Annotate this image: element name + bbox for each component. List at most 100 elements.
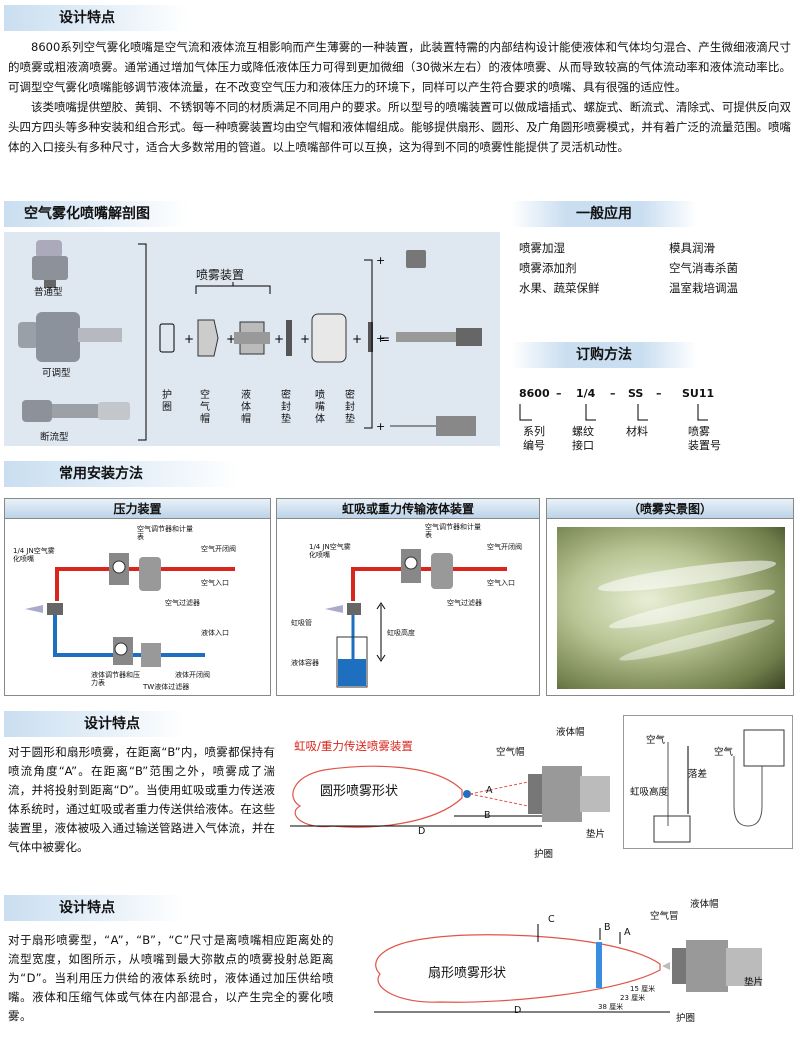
nozzle-shutoff-image: [22, 400, 130, 422]
fan-spray-shape-label: 扇形喷雾形状: [428, 966, 507, 981]
panel-title-photo: （喷雾实景图）: [547, 499, 793, 519]
svg-text:+: +: [274, 332, 284, 346]
tag-air-filter: 空气过滤器: [165, 599, 200, 607]
spray-photo: [557, 527, 785, 689]
order-code-material: SS: [628, 387, 644, 400]
order-label-thread: 螺纹接口: [572, 425, 594, 453]
order-label-line: 螺纹: [572, 425, 594, 438]
order-code-dash: –: [656, 387, 662, 400]
tag-siphon-height: 虹吸高度: [387, 629, 415, 637]
panel-title-siphon: 虹吸或重力传输液体装置: [277, 499, 539, 519]
tag-air-regulator: 空气调节器和计量表: [137, 525, 193, 541]
tag-liquid-container: 液体容器: [291, 659, 319, 667]
fan-label-ring: 护圈: [676, 1013, 696, 1024]
application-item: 喷雾添加剂: [519, 261, 577, 275]
order-code-dash: –: [556, 387, 562, 400]
inset-air-label: 空气: [646, 735, 666, 746]
intro-paragraph-1: 8600系列空气雾化喷嘴是空气流和液体流互相影响而产生薄雾的一种装置，此装置特需…: [8, 40, 791, 94]
svg-text:+: +: [300, 332, 310, 346]
order-label-line: 接口: [572, 439, 594, 452]
tag-air-inlet: 空气入口: [487, 579, 515, 587]
order-label-line: 材料: [626, 425, 648, 438]
tag-air-inlet: 空气入口: [201, 579, 229, 587]
fan-label-15cm: 15 厘米: [630, 985, 656, 993]
label-gasket: 垫片: [586, 829, 606, 840]
part-label-liquid-cap: 液体帽: [241, 390, 251, 425]
svg-text:+: +: [352, 332, 362, 346]
fan-label-c: C: [548, 914, 555, 925]
exploded-parts: + + + + + =: [159, 313, 390, 363]
siphon-inset: 空气 空气 落差 虹吸高度: [623, 715, 793, 849]
label-ring: 护圈: [534, 849, 554, 860]
fan-label-liquid-cap: 液体帽: [690, 899, 719, 910]
tag-nozzle: 1/4 JN空气雾化喷嘴: [309, 543, 351, 559]
type-shutoff-label: 断流型: [40, 432, 69, 443]
assembly-outputs: + + +: [364, 250, 482, 436]
fan-label-a: A: [624, 927, 631, 938]
tag-liquid-regulator: 液体调节器和压力表: [91, 671, 140, 687]
svg-text:+: +: [376, 332, 385, 345]
fan-label-air-cap: 空气冒: [650, 911, 679, 922]
application-item: 水果、蔬菜保鲜: [519, 281, 600, 295]
type-standard-label: 普通型: [34, 287, 63, 298]
fan-label-gasket: 垫片: [744, 977, 764, 988]
spray-device-label: 喷雾装置: [196, 268, 245, 282]
panel-photo: （喷雾实景图）: [546, 498, 794, 696]
application-item: 空气消毒杀菌: [669, 261, 738, 275]
tag-air-valve: 空气开闭阀: [487, 543, 522, 551]
order-label-material: 材料: [626, 425, 648, 439]
siphon-diagram-title: 虹吸/重力传送喷雾装置: [294, 739, 413, 753]
panel-title-pressure: 压力装置: [5, 499, 270, 519]
svg-text:+: +: [376, 420, 385, 433]
round-spray-text: 对于圆形和扇形喷雾，在距离“B”内，喷雾都保持有喷流角度“A”。在距离“B”范围…: [8, 745, 275, 854]
label-distance-b: B: [484, 810, 491, 821]
section-title-design: 设计特点: [4, 5, 189, 31]
nozzle-standard-image: [32, 240, 68, 288]
panel-siphon: 虹吸或重力传输液体装置 空气调节器和计量表 空气开闭阀 1/4 JN空气雾化喷嘴…: [276, 498, 540, 696]
label-angle-a: A: [486, 785, 493, 796]
round-spray-diagram: [290, 765, 610, 828]
pressure-diagram: [25, 553, 235, 667]
fan-spray-diagram: [374, 924, 762, 1013]
section-title-design-2: 设计特点: [4, 711, 184, 737]
separator-bracket: [138, 243, 147, 441]
svg-text:+: +: [376, 254, 385, 267]
section-title-install: 常用安装方法: [4, 461, 240, 487]
round-spray-shape-label: 圆形喷雾形状: [320, 784, 399, 799]
fan-spray-text: 对于扇形喷雾型，“A”，“B”，“C”尺寸是离喷嘴相应距离处的流型宽度，如图所示…: [8, 933, 334, 1023]
section-title-applications: 一般应用: [511, 201, 697, 227]
tag-liquid-inlet: 液体入口: [201, 629, 229, 637]
tag-air-valve: 空气开闭阀: [201, 545, 236, 553]
type-adjustable-label: 可调型: [42, 368, 71, 379]
part-label-body: 喷嘴体: [315, 390, 325, 425]
inset-air-label-2: 空气: [714, 747, 734, 758]
application-item: 喷雾加湿: [519, 241, 565, 255]
tag-air-regulator: 空气调节器和计量表: [425, 523, 481, 539]
section-title-cutaway: 空气雾化喷嘴解剖图: [4, 201, 189, 227]
panel-pressure: 压力装置 空气调节器和计量表 空气开闭阀 1/4 JN空气雾化喷嘴 空气入口 空…: [4, 498, 271, 696]
part-label-gasket-2: 密封垫: [345, 390, 355, 425]
tag-liquid-filter: TW液体过滤器: [143, 683, 190, 691]
order-label-line: 编号: [523, 439, 545, 452]
order-label-series: 系列编号: [523, 425, 545, 453]
section-title-design-3: 设计特点: [4, 895, 184, 921]
siphon-inset-drawing: [653, 729, 785, 843]
application-item: 模具润滑: [669, 241, 715, 255]
tag-liquid-valve: 液体开闭阀: [175, 671, 210, 679]
fan-label-d: D: [514, 1005, 522, 1016]
fan-label-38cm: 38 厘米: [598, 1003, 624, 1011]
application-item: 温室栽培调温: [669, 281, 738, 295]
svg-text:+: +: [226, 332, 236, 346]
fan-label-23cm: 23 厘米: [620, 994, 646, 1002]
label-air-cap: 空气帽: [496, 747, 525, 758]
order-label-setup: 喷雾装置号: [688, 425, 721, 453]
order-label-line: 喷雾: [688, 425, 710, 438]
siphon-diagram: [325, 549, 507, 688]
section-title-ordering: 订购方法: [511, 342, 697, 368]
tag-siphon-tube: 虹吸管: [291, 619, 312, 627]
part-label-ring: 护圈: [162, 390, 172, 413]
label-distance-d: D: [418, 826, 426, 837]
order-code-dash: –: [610, 387, 616, 400]
spray-device-bracket: [195, 282, 271, 294]
inset-drop-label: 落差: [688, 769, 708, 780]
